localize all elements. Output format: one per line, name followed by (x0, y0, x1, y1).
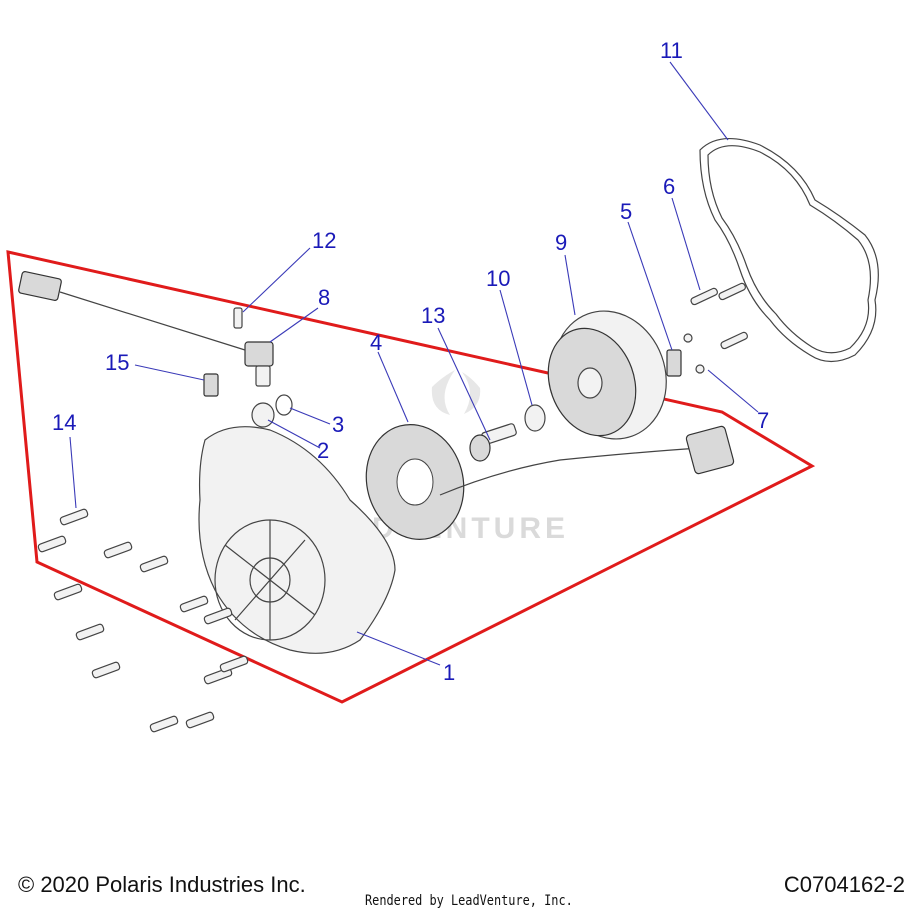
copyright-text: © 2020 Polaris Industries Inc. (18, 872, 306, 897)
flywheel-part (547, 310, 667, 440)
washer-part (524, 404, 546, 432)
leader-lines (69, 61, 759, 666)
callout-13: 13 (421, 303, 445, 328)
speed-sensor-part (18, 271, 274, 387)
callout-4: 4 (370, 330, 382, 355)
callout-5: 5 (620, 199, 632, 224)
clip-part (203, 373, 219, 397)
sensor-bolt-part (233, 307, 243, 329)
gasket-part (699, 137, 879, 363)
stator-cover-part (198, 426, 396, 654)
callout-7: 7 (757, 408, 769, 433)
stator-harness (439, 447, 701, 496)
harness-connector (685, 425, 735, 475)
stator-part (365, 424, 465, 540)
callout-12: 12 (312, 228, 336, 253)
diagram-code: C0704162-2 (783, 872, 905, 897)
callout-1: 1 (443, 660, 455, 685)
callout-2: 2 (317, 438, 329, 463)
callout-3: 3 (332, 412, 344, 437)
cover-bolts-part (37, 508, 249, 733)
seal-part (251, 402, 275, 428)
bolts-part-6 (683, 282, 748, 374)
rendered-by-text: Rendered by LeadVenture, Inc. (365, 893, 573, 909)
callout-14: 14 (52, 410, 76, 435)
callout-11: 11 (660, 38, 683, 63)
bracket-part (666, 349, 682, 377)
callout-6: 6 (663, 174, 675, 199)
callout-8: 8 (318, 285, 330, 310)
flywheel-bolt-part (469, 423, 517, 462)
callout-15: 15 (105, 350, 129, 375)
snap-ring-part (275, 394, 293, 416)
callout-10: 10 (486, 266, 510, 291)
callout-9: 9 (555, 230, 567, 255)
